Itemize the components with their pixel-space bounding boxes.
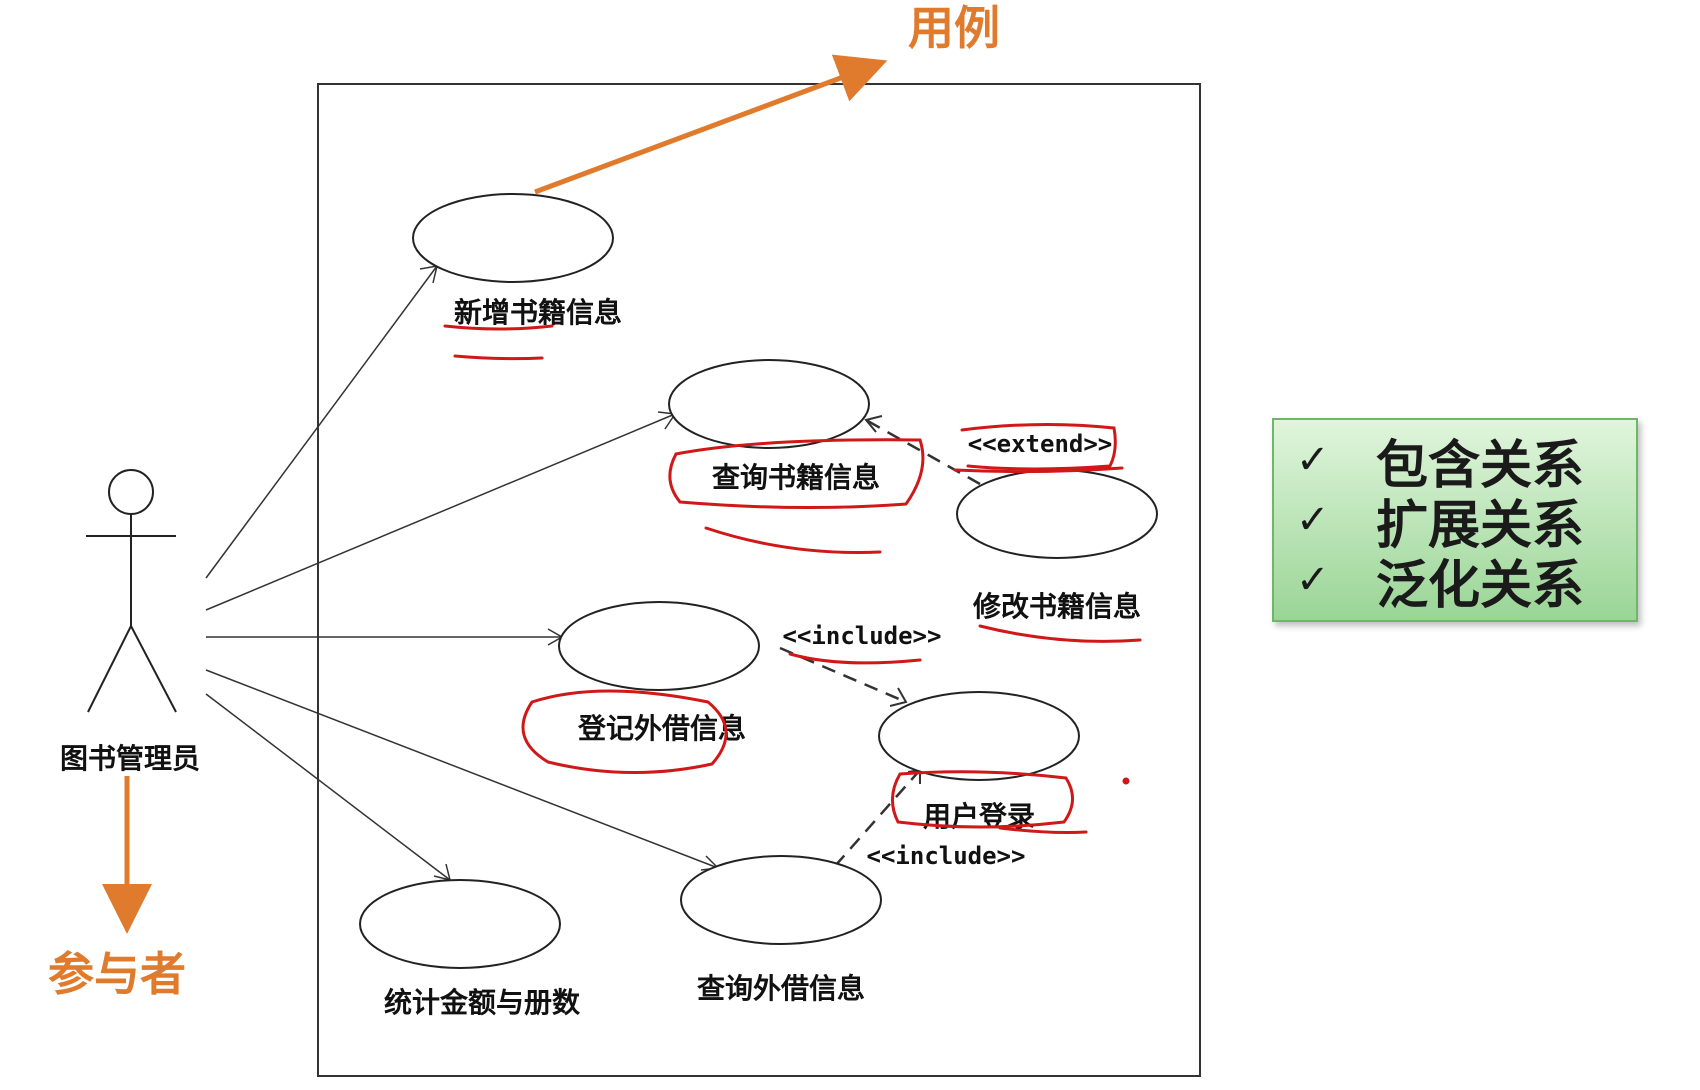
extend-stereotype: <<extend>> [968,430,1113,458]
annotation-arrows [102,54,888,934]
usecase-login-ellipse[interactable] [878,691,1080,781]
usecase-modify-ellipse[interactable] [956,469,1158,559]
usecase-stats-ellipse[interactable] [359,879,561,969]
legend-label: 扩展关系 [1376,495,1585,556]
usecase-add-label: 新增书籍信息 [454,296,622,329]
red-highlights [443,324,1142,834]
check-icon: ✓ [1296,557,1330,603]
legend-item-extend: ✓ 扩展关系 [1296,490,1636,556]
legend-label: 包含关系 [1376,435,1585,496]
usecase-query-loan-ellipse[interactable] [680,855,882,945]
include-stereotype-2: <<include>> [867,842,1026,870]
include-stereotype-1: <<include>> [783,622,942,650]
usecase-register-loan-ellipse[interactable] [558,601,760,691]
legend-item-include: ✓ 包含关系 [1296,430,1636,496]
actor-annotation: 参与者 [48,947,186,1001]
usecase-query-books-label: 查询书籍信息 [712,461,880,494]
relationships-legend: ✓ 包含关系 ✓ 扩展关系 ✓ 泛化关系 [1272,418,1638,622]
usecase-annotation: 用例 [908,1,1000,55]
actor-label: 图书管理员 [60,742,200,775]
usecase-modify-label: 修改书籍信息 [972,590,1141,623]
system-boundary [317,83,1201,1077]
usecase-query-loan-label: 查询外借信息 [697,972,865,1005]
usecase-stats-label: 统计金额与册数 [384,986,581,1019]
legend-label: 泛化关系 [1376,555,1585,616]
check-icon: ✓ [1296,437,1330,483]
actor-figure [86,469,177,713]
usecase-query-books-ellipse[interactable] [668,359,870,449]
usecase-register-loan-label: 登记外借信息 [577,712,746,745]
check-icon: ✓ [1296,497,1330,543]
usecase-add-ellipse[interactable] [412,193,614,283]
association-lines [205,265,720,882]
legend-item-generalization: ✓ 泛化关系 [1296,550,1636,616]
